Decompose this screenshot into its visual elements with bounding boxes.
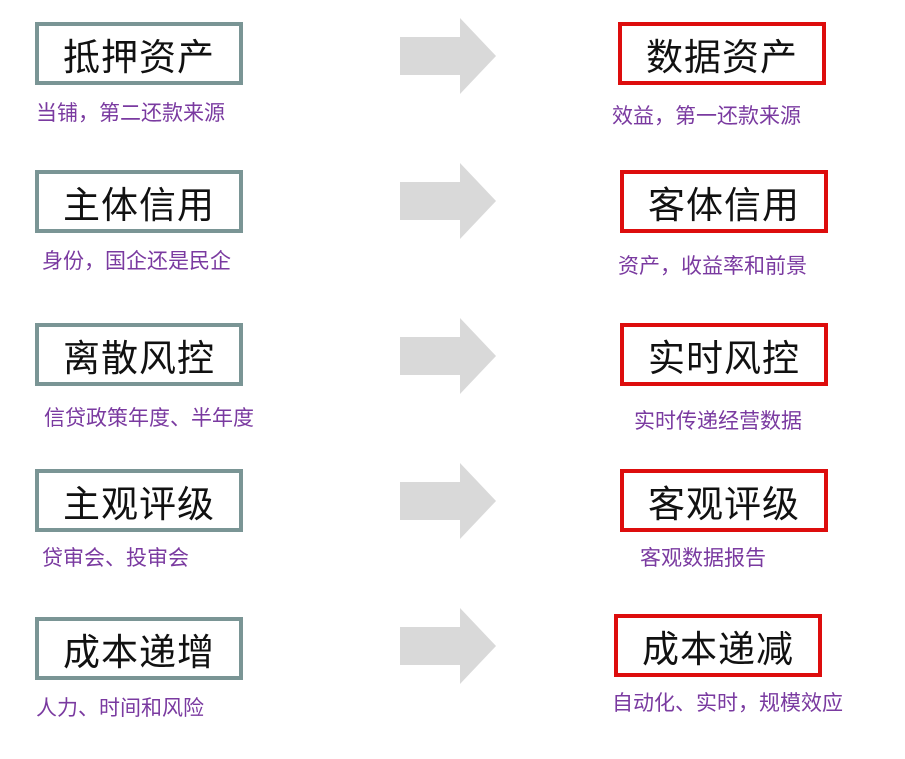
left-title-4: 主观评级 xyxy=(63,482,215,526)
right-subtitle-1: 效益，第一还款来源 xyxy=(612,104,801,128)
right-box-1: 数据资产 xyxy=(618,22,826,85)
right-subtitle-2: 资产，收益率和前景 xyxy=(618,254,807,278)
left-title-1: 抵押资产 xyxy=(63,35,215,79)
right-subtitle-5: 自动化、实时，规模效应 xyxy=(612,691,843,715)
left-subtitle-2: 身份，国企还是民企 xyxy=(42,249,231,273)
left-subtitle-5: 人力、时间和风险 xyxy=(36,696,204,720)
right-arrow-icon xyxy=(400,318,496,394)
right-arrow-icon xyxy=(400,18,496,94)
left-box-4: 主观评级 xyxy=(35,469,243,532)
left-title-2: 主体信用 xyxy=(63,183,215,227)
right-arrow-icon xyxy=(400,463,496,539)
left-box-2: 主体信用 xyxy=(35,170,243,233)
right-box-3: 实时风控 xyxy=(620,323,828,386)
right-title-5: 成本递减 xyxy=(642,627,794,671)
left-box-3: 离散风控 xyxy=(35,323,243,386)
right-title-3: 实时风控 xyxy=(648,336,800,380)
right-arrow-icon xyxy=(400,608,496,684)
right-subtitle-3: 实时传递经营数据 xyxy=(634,409,802,433)
left-subtitle-4: 贷审会、投审会 xyxy=(42,546,189,570)
right-arrow-icon xyxy=(400,163,496,239)
right-title-1: 数据资产 xyxy=(646,35,798,79)
left-subtitle-1: 当铺，第二还款来源 xyxy=(36,101,225,125)
left-title-5: 成本递增 xyxy=(63,630,215,674)
right-box-2: 客体信用 xyxy=(620,170,828,233)
right-box-4: 客观评级 xyxy=(620,469,828,532)
right-title-4: 客观评级 xyxy=(648,482,800,526)
left-box-1: 抵押资产 xyxy=(35,22,243,85)
right-box-5: 成本递减 xyxy=(614,614,822,677)
right-title-2: 客体信用 xyxy=(648,183,800,227)
left-box-5: 成本递增 xyxy=(35,617,243,680)
left-title-3: 离散风控 xyxy=(63,336,215,380)
right-subtitle-4: 客观数据报告 xyxy=(640,546,766,570)
left-subtitle-3: 信贷政策年度、半年度 xyxy=(44,406,254,430)
